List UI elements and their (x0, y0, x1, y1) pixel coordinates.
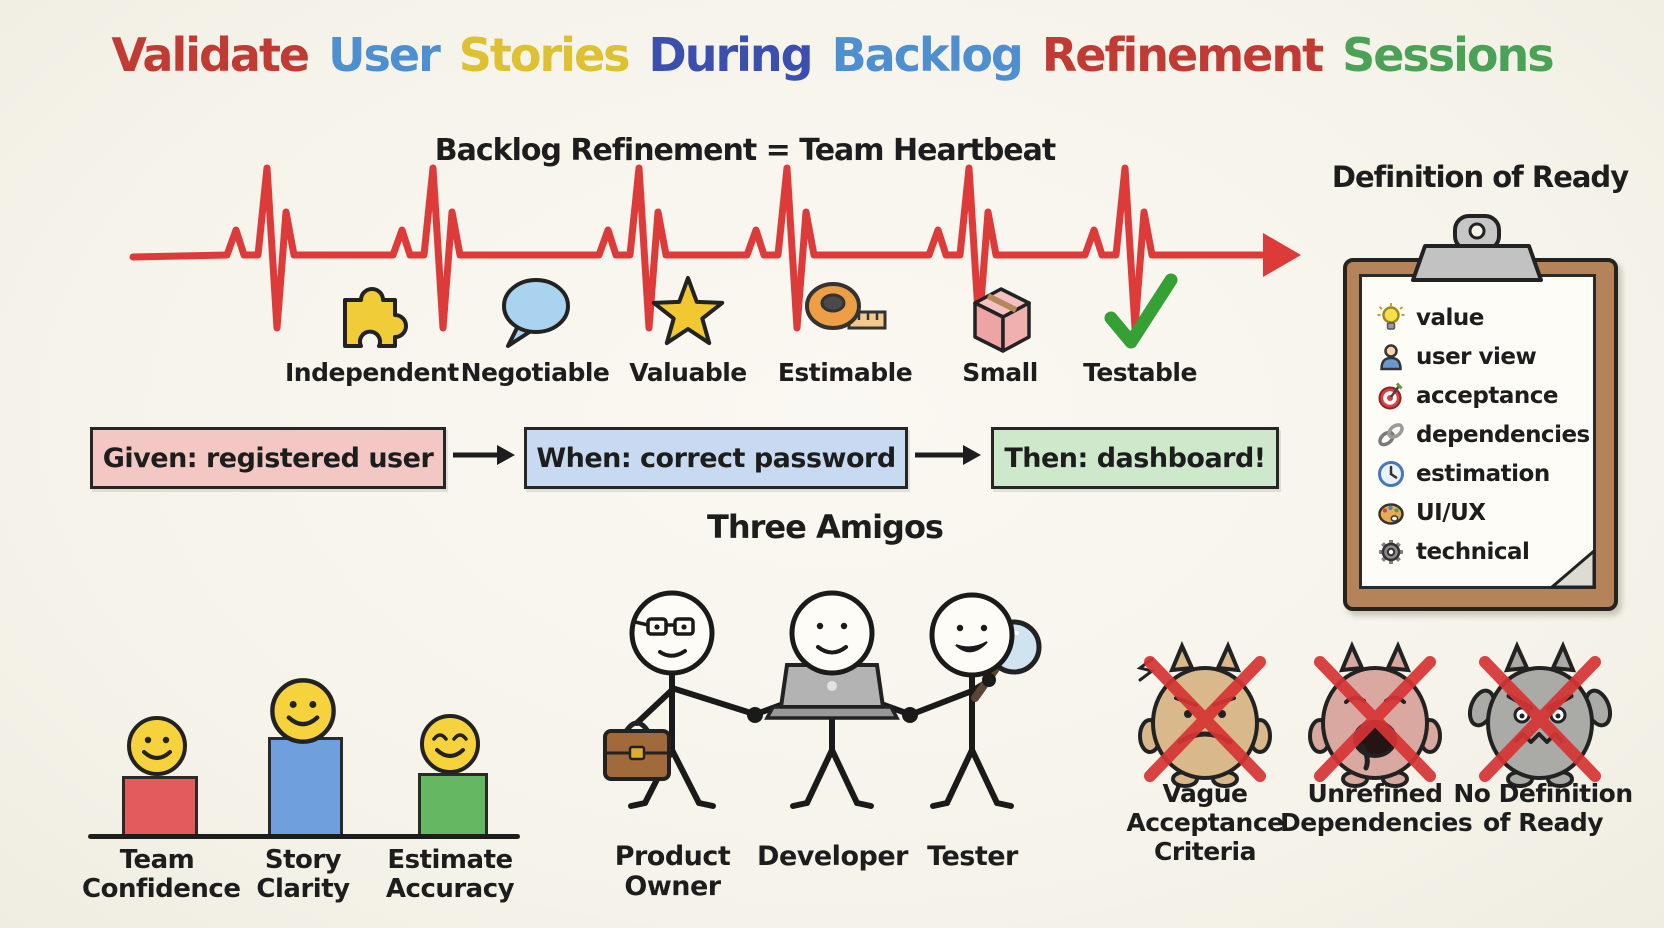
clipboard-paper: value user view (1359, 274, 1596, 589)
gherkin-when-text: When: correct password (536, 442, 896, 474)
chart-baseline (88, 834, 520, 839)
invest-label: Valuable (629, 358, 747, 387)
dor-item-label: value (1416, 305, 1484, 331)
bar-estimate-accuracy (418, 773, 488, 834)
puzzle-piece-icon (285, 260, 455, 356)
monster-vague-criteria-icon (1136, 640, 1272, 788)
dor-item-estimation: estimation (1376, 459, 1590, 489)
invest-item-testable: Testable (1055, 260, 1225, 387)
bar-story-clarity (268, 737, 343, 834)
monster-no-definition-icon (1467, 640, 1613, 788)
invest-item-negotiable: Negotiable (450, 260, 620, 387)
invest-label: Negotiable (460, 358, 610, 387)
invest-label: Small (962, 358, 1038, 387)
title-word: Stories (458, 28, 631, 82)
bar-team-confidence (122, 776, 198, 834)
dor-item-label: technical (1416, 539, 1530, 565)
dor-item-value: value (1376, 303, 1590, 333)
dor-item-acceptance: acceptance (1376, 381, 1590, 411)
gherkin-then-box: Then: dashboard! (991, 427, 1279, 489)
dor-item-user-view: user view (1376, 342, 1590, 372)
title-word: User (328, 28, 441, 82)
smiley-dot-eyes-icon (127, 716, 187, 776)
speech-bubble-icon (450, 260, 620, 356)
dor-item-uiux: UI/UX (1376, 498, 1590, 528)
target-icon (1378, 382, 1403, 410)
monster-unrefined-dependencies-icon (1308, 640, 1442, 788)
invest-item-independent: Independent (285, 260, 459, 387)
arrow-right-icon (453, 445, 515, 465)
checkmark-icon (1055, 260, 1225, 356)
label-no-definition-of-ready: No Definition of Ready (1453, 779, 1633, 837)
title-word: During (648, 28, 814, 82)
tape-measure-icon (760, 260, 930, 356)
role-label-tester: Tester (927, 841, 1018, 872)
heartbeat-heading: Backlog Refinement = Team Heartbeat (434, 133, 1057, 168)
title-word: Refinement (1041, 28, 1324, 82)
dor-item-label: estimation (1416, 461, 1550, 487)
three-amigos-title: Three Amigos (707, 508, 944, 546)
smiley-closed-eyes-icon (420, 714, 480, 774)
invest-item-estimable: Estimable (760, 260, 930, 387)
gear-icon (1379, 540, 1403, 564)
chain-link-icon (1378, 423, 1404, 447)
dor-item-label: user view (1416, 344, 1537, 370)
title-word: Sessions (1342, 28, 1555, 82)
dor-item-dependencies: dependencies (1376, 420, 1590, 450)
label-vague-acceptance-criteria: Vague Acceptance Criteria (1126, 779, 1284, 866)
dor-item-label: dependencies (1416, 422, 1590, 448)
title-word: Validate (111, 28, 310, 82)
invest-item-small: Small (915, 260, 1085, 387)
definition-of-ready-list: value user view (1376, 303, 1590, 567)
smiley-dot-eyes-icon (270, 678, 336, 744)
bar-label-team-confidence: Team Confidence (82, 845, 241, 904)
gherkin-given-text: Given: registered user (102, 442, 434, 474)
heartbeat-ekg-line-icon (129, 164, 1301, 332)
box-icon (915, 260, 1085, 356)
page-curl-icon (1550, 549, 1596, 589)
dor-item-label: UI/UX (1416, 500, 1486, 526)
dor-item-label: acceptance (1416, 383, 1558, 409)
arrow-right-icon (915, 445, 981, 465)
three-amigos-figures (603, 590, 1042, 809)
star-icon (603, 260, 773, 356)
clipboard-clip-icon (1411, 214, 1543, 282)
label-unrefined-dependencies: Unrefined Dependencies (1280, 779, 1473, 837)
page-title: Validate User Stories During Backlog Refineme… (0, 28, 1664, 82)
role-label-developer: Developer (757, 841, 908, 872)
bar-label-estimate-accuracy: Estimate Accuracy (385, 845, 515, 904)
clock-icon (1378, 461, 1404, 487)
user-icon (1380, 344, 1402, 371)
title-word: Backlog (831, 28, 1024, 82)
clipboard: value user view (1343, 258, 1618, 611)
invest-label: Testable (1083, 358, 1197, 387)
role-label-product-owner: Product Owner (614, 841, 731, 902)
invest-label: Estimable (777, 358, 913, 387)
invest-label: Independent (285, 358, 459, 387)
dor-item-technical: technical (1376, 537, 1590, 567)
gherkin-when-box: When: correct password (524, 427, 908, 489)
briefcase-icon (603, 720, 671, 781)
gherkin-then-text: Then: dashboard! (1004, 442, 1266, 474)
definition-of-ready-title: Definition of Ready (1331, 160, 1629, 194)
invest-item-valuable: Valuable (603, 260, 773, 387)
bar-label-story-clarity: Story Clarity (256, 845, 350, 904)
gherkin-given-box: Given: registered user (90, 427, 446, 489)
palette-icon (1378, 503, 1404, 525)
lightbulb-icon (1377, 303, 1405, 330)
